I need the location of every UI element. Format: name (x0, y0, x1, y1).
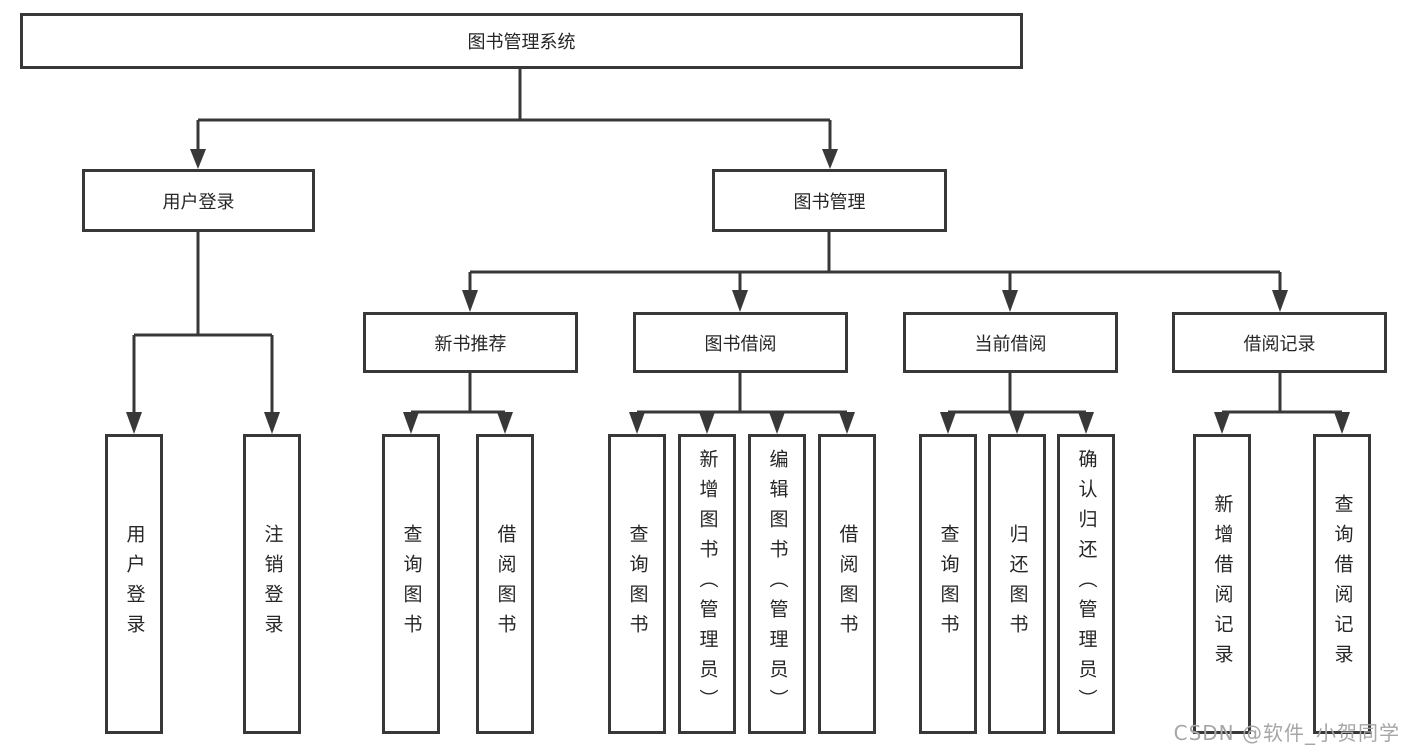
connector-root (196, 69, 832, 150)
node-label: 借阅记录 (1243, 333, 1316, 355)
leaf-label: 新增图书（管理员） (696, 449, 719, 719)
leaf-label: 查询图书 (937, 524, 960, 644)
connector-book-mgmt (468, 232, 1282, 292)
leaf-borrow-books-recommend: 借阅图书 (476, 434, 534, 734)
node-label: 图书管理 (793, 191, 866, 213)
leaf-label: 查询图书 (626, 524, 649, 644)
leaf-label: 新增借阅记录 (1211, 494, 1234, 674)
leaf-label: 确认归还（管理员） (1075, 449, 1098, 719)
leaf-query-books-borrowing: 查询图书 (608, 434, 666, 734)
node-book-management-system: 图书管理系统 (20, 13, 1023, 69)
node-label: 图书管理系统 (467, 32, 576, 53)
connector-current (948, 373, 1086, 414)
leaf-logout: 注销登录 (243, 434, 301, 734)
node-new-book-recommend: 新书推荐 (363, 312, 578, 373)
leaf-borrow-books: 借阅图书 (818, 434, 876, 734)
node-user-login: 用户登录 (82, 169, 315, 232)
node-borrow-records: 借阅记录 (1172, 312, 1387, 373)
leaf-confirm-return-admin: 确认归还（管理员） (1057, 434, 1115, 734)
leaf-label: 查询借阅记录 (1331, 494, 1354, 674)
leaf-label: 借阅图书 (836, 524, 859, 644)
connector-new-book (411, 373, 505, 414)
node-book-borrowing: 图书借阅 (633, 312, 848, 373)
leaf-edit-books-admin: 编辑图书（管理员） (748, 434, 806, 734)
leaf-add-books-admin: 新增图书（管理员） (678, 434, 736, 734)
node-label: 新书推荐 (434, 333, 507, 355)
node-book-management: 图书管理 (712, 169, 947, 232)
leaf-label: 查询图书 (400, 524, 423, 644)
leaf-label: 注销登录 (261, 524, 284, 644)
node-label: 当前借阅 (974, 333, 1047, 355)
leaf-return-books: 归还图书 (988, 434, 1046, 734)
connector-records (1222, 373, 1342, 414)
watermark: CSDN @软件_小贺同学 (1173, 721, 1400, 745)
leaf-query-books-current: 查询图书 (919, 434, 977, 734)
node-label: 图书借阅 (704, 333, 777, 355)
leaf-add-borrow-record: 新增借阅记录 (1193, 434, 1251, 734)
leaf-label: 用户登录 (123, 524, 146, 644)
connector-user-login (132, 232, 274, 414)
node-label: 用户登录 (162, 191, 235, 213)
node-current-borrowing: 当前借阅 (903, 312, 1118, 373)
connector-borrowing (637, 373, 847, 414)
leaf-label: 编辑图书（管理员） (766, 449, 789, 719)
leaf-label: 归还图书 (1006, 524, 1029, 644)
arrowhead-icons (126, 149, 1350, 434)
leaf-query-books-recommend: 查询图书 (382, 434, 440, 734)
leaf-label: 借阅图书 (494, 524, 517, 644)
leaf-user-login: 用户登录 (105, 434, 163, 734)
leaf-query-borrow-record: 查询借阅记录 (1313, 434, 1371, 734)
